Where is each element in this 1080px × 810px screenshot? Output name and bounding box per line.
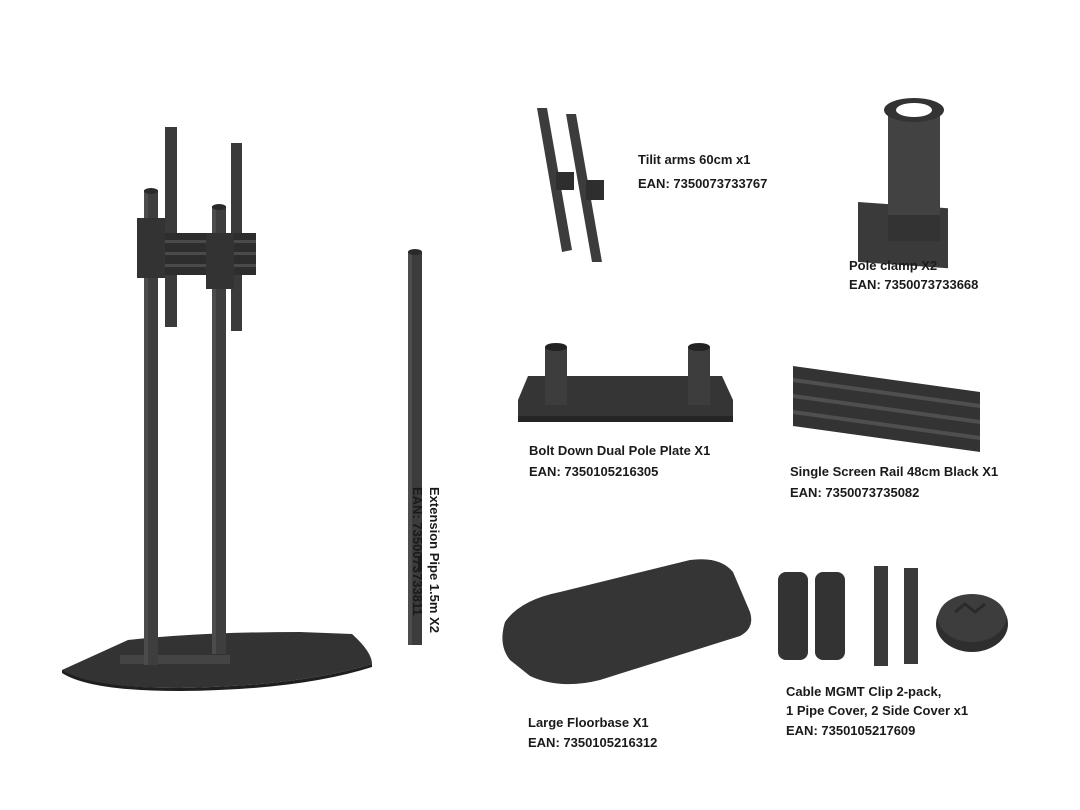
pole-clamp-ean: EAN: 7350073733668 <box>849 277 979 292</box>
pole-plate-label: Bolt Down Dual Pole Plate X1 EAN: 735010… <box>529 441 710 481</box>
tilt-arms-image <box>537 108 604 262</box>
screen-rail-image <box>793 366 980 452</box>
screen-rail-ean: EAN: 7350073735082 <box>790 485 920 500</box>
cable-clip-name-line1: Cable MGMT Clip 2-pack, <box>786 684 942 699</box>
pole-clamp-label: Pole clamp X2 EAN: 7350073733668 <box>849 256 978 294</box>
tilt-arms-label: Tilit arms 60cm x1 EAN: 7350073733767 <box>638 150 767 193</box>
cable-clip-label: Cable MGMT Clip 2-pack, 1 Pipe Cover, 2 … <box>786 682 968 740</box>
pole-plate-image <box>518 343 733 422</box>
assembled-stand-image <box>62 127 372 691</box>
pole-plate-name: Bolt Down Dual Pole Plate X1 <box>529 443 711 458</box>
cable-clip-image <box>778 566 1008 666</box>
pole-clamp-image <box>858 98 948 269</box>
extension-pipe-name: Extension Pipe 1.5m X2 <box>427 487 442 633</box>
pole-clamp-name: Pole clamp X2 <box>849 258 938 273</box>
extension-pipe-image <box>408 249 422 645</box>
extension-pipe-label: Extension Pipe 1.5m X2 EAN: 735007373381… <box>409 487 443 633</box>
extension-pipe-ean: EAN: 7350073733811 <box>410 487 425 616</box>
screen-rail-name: Single Screen Rail 48cm Black X1 <box>790 464 999 479</box>
floorbase-image <box>502 559 752 685</box>
floorbase-ean: EAN: 7350105216312 <box>528 735 658 750</box>
screen-rail-label: Single Screen Rail 48cm Black X1 EAN: 73… <box>790 462 998 502</box>
cable-clip-name-line2: 1 Pipe Cover, 2 Side Cover x1 <box>786 703 969 718</box>
pole-plate-ean: EAN: 7350105216305 <box>529 464 659 479</box>
tilt-arms-ean: EAN: 7350073733767 <box>638 176 768 191</box>
cable-clip-ean: EAN: 7350105217609 <box>786 723 916 738</box>
tilt-arms-name: Tilit arms 60cm x1 <box>638 152 751 167</box>
floorbase-label: Large Floorbase X1 EAN: 7350105216312 <box>528 713 657 752</box>
floorbase-name: Large Floorbase X1 <box>528 715 649 730</box>
